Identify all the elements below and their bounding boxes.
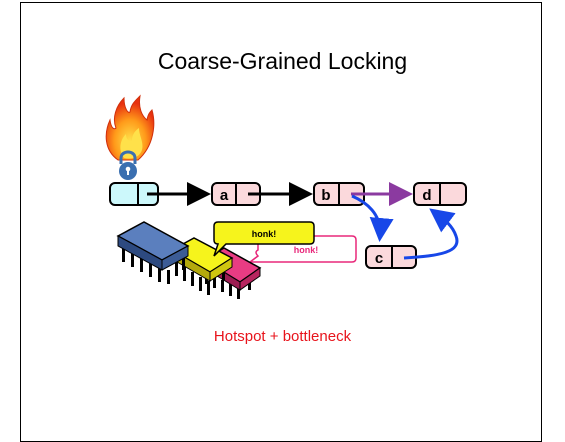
flame-icon	[105, 94, 155, 161]
slide-title: Coarse-Grained Locking	[157, 48, 408, 74]
arrow-c-to-d	[403, 208, 459, 260]
speech-bubble-front-text: honk!	[252, 229, 277, 239]
processor-chip-icon	[116, 221, 190, 284]
slide-caption: Hotspot + bottleneck	[213, 328, 352, 345]
speech-bubble-back-text: honk!	[294, 245, 319, 255]
node-d: d	[413, 182, 467, 206]
arrow-b-to-c	[351, 194, 394, 242]
node-c-label: c	[375, 250, 383, 267]
node-d-label: d	[422, 187, 431, 204]
node-a-label: a	[220, 187, 229, 204]
node-b: b	[313, 182, 365, 206]
speech-bubble-front: honk!	[213, 221, 315, 257]
node-b-label: b	[321, 187, 330, 204]
linked-list-diagram: a b d c honk!	[105, 94, 467, 299]
padlock-icon	[119, 150, 137, 180]
head-node	[109, 182, 159, 206]
